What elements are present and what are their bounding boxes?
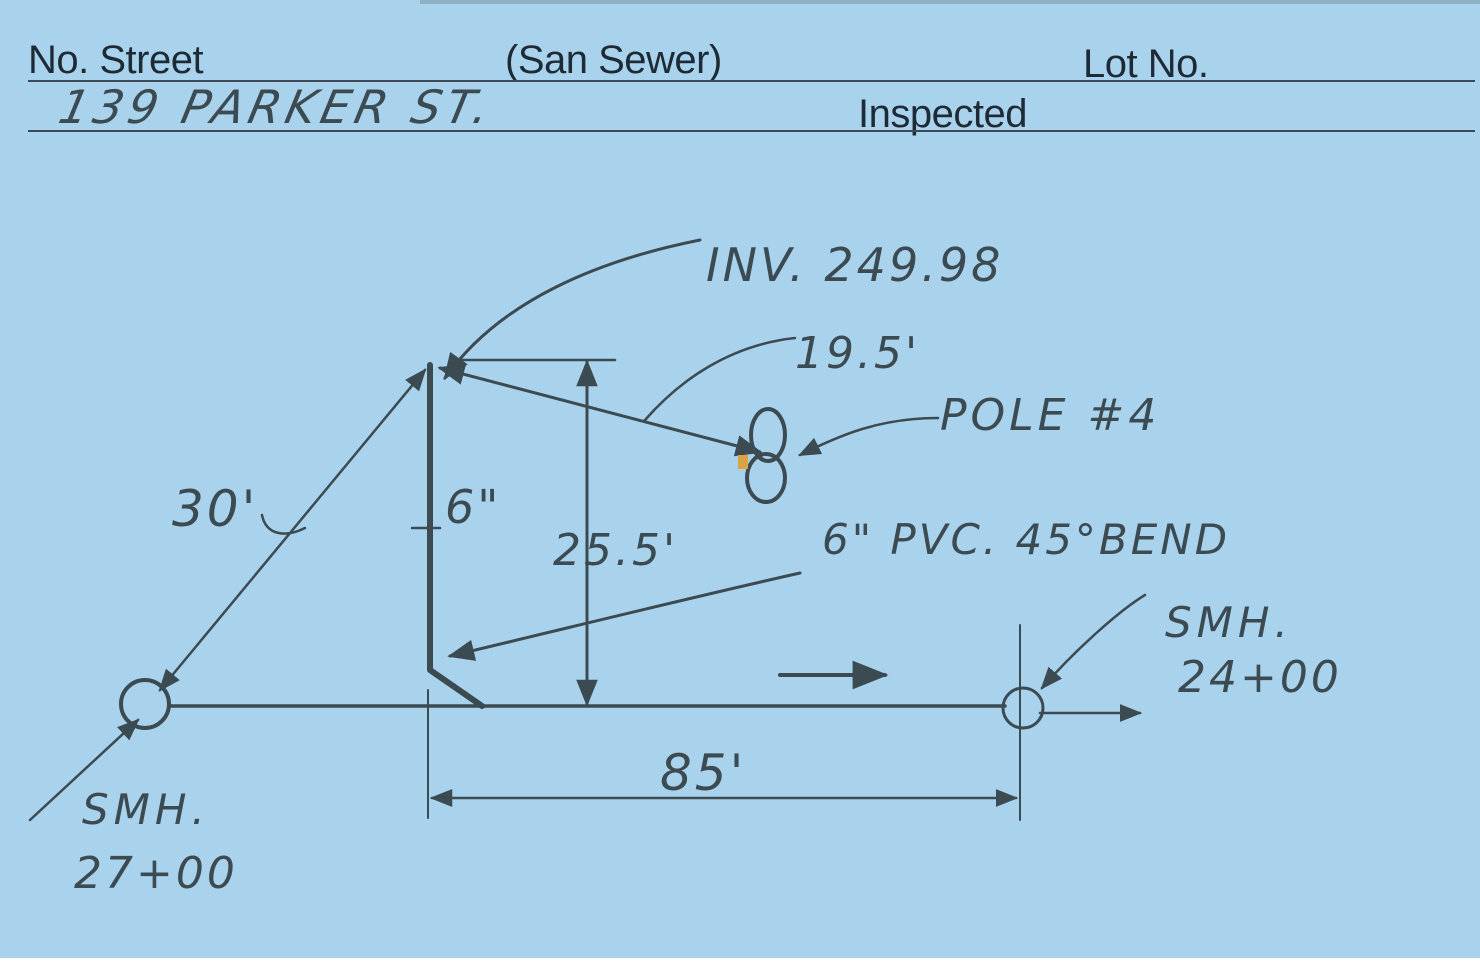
pole-distance-line <box>437 363 763 457</box>
smh-left-station: 27+00 <box>74 848 238 899</box>
header-rule-top <box>28 80 1475 82</box>
smh-left-pointer <box>28 718 140 822</box>
smh-right-station: 24+00 <box>1178 652 1342 703</box>
smh-right-label: SMH. <box>1165 598 1293 647</box>
inv-leader <box>443 238 702 381</box>
pole-distance-leader <box>643 336 797 422</box>
vertical-distance-label: 25.5' <box>553 525 679 576</box>
horizontal-distance-label: 85' <box>660 744 747 802</box>
manhole-left-symbol <box>119 678 171 730</box>
diagonal-dimension-line <box>158 368 427 692</box>
bend-note: 6" PVC. 45°BEND <box>822 515 1231 564</box>
smh-right-pointer <box>1040 593 1147 690</box>
san-sewer-label: (San Sewer) <box>505 38 722 82</box>
smh-left-label: SMH. <box>82 785 210 834</box>
diagonal-label-leader <box>260 513 307 535</box>
no-street-label: No. Street <box>28 38 204 82</box>
pole-tag-mark <box>738 455 748 469</box>
pole-leader <box>797 416 940 457</box>
card-top-edge <box>420 0 1480 4</box>
bend-leader <box>447 571 802 661</box>
pole-4-symbol <box>745 407 787 504</box>
diagonal-distance-label: 30' <box>172 480 259 538</box>
header-rule-bottom <box>28 130 1475 132</box>
inspected-label: Inspected <box>858 92 1027 136</box>
pipe-size-label: 6" <box>445 480 502 534</box>
pole-distance-label: 19.5' <box>795 328 921 379</box>
invert-note: INV. 249.98 <box>706 238 1004 292</box>
lot-no-label: Lot No. <box>1083 42 1209 86</box>
pole-label: POLE #4 <box>940 390 1161 441</box>
service-lateral <box>427 362 485 709</box>
manhole-right-symbol <box>1001 686 1045 730</box>
